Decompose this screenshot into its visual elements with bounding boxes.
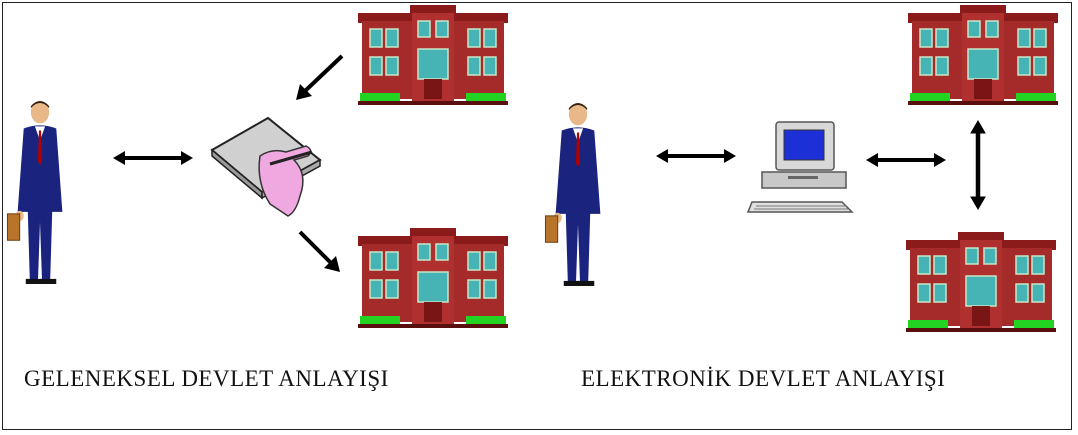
double-arrow-icon-left [111, 149, 195, 167]
person-icon-left [6, 100, 63, 285]
diagram-frame [2, 2, 1072, 430]
building-icon-left-bottom [357, 227, 509, 329]
building-icon-right-top [907, 4, 1059, 106]
building-icon-right-bottom [905, 231, 1057, 333]
person-icon-right [544, 102, 601, 287]
arrow-icon-to-building [298, 230, 340, 272]
caption-traditional: GELENEKSEL DEVLET ANLAYIŞI [24, 366, 389, 391]
double-arrow-icon-vertical [970, 120, 986, 210]
arrow-icon-to-paper [296, 54, 344, 100]
building-icon-left-top [357, 4, 509, 106]
double-arrow-icon-right-2 [864, 151, 948, 169]
caption-electronic: ELEKTRONİK DEVLET ANLAYIŞI [581, 366, 946, 391]
double-arrow-icon-right-1 [654, 147, 738, 165]
computer-icon [746, 121, 854, 213]
paperwork-hand-icon [210, 116, 322, 217]
